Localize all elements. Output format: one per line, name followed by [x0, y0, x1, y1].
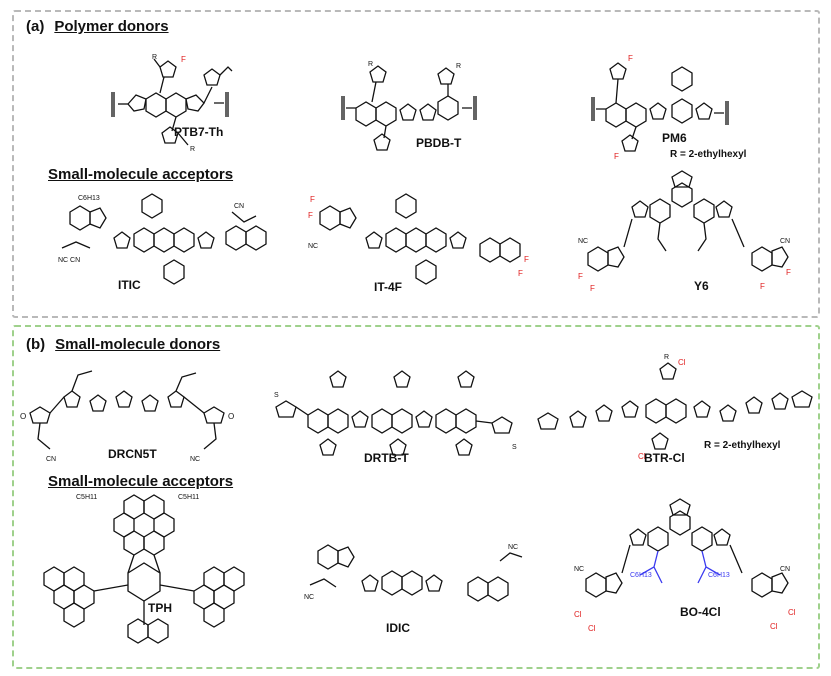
molecule-tph: C5H11 C5H11 TPH	[18, 494, 270, 665]
svg-text:F: F	[614, 152, 619, 161]
svg-text:C6H13: C6H13	[708, 572, 730, 579]
drtb-t-structure: S S	[274, 357, 517, 472]
svg-text:O: O	[20, 412, 26, 421]
panel-a-header: (a) Polymer donors	[26, 18, 169, 35]
svg-text:C6H13: C6H13	[630, 572, 652, 579]
svg-text:CN: CN	[780, 238, 790, 245]
molecule-ptb7-th: F R R PTB7-Th	[104, 47, 234, 162]
molecule-drtb-t: S S DRTB-T	[272, 357, 540, 472]
ptb7-th-structure: F R R	[104, 54, 234, 153]
svg-text:F: F	[628, 54, 633, 63]
pm6-structure: F F	[584, 54, 764, 161]
svg-text:O: O	[228, 412, 234, 421]
pbdb-t-structure: R R	[334, 61, 484, 159]
molecule-drcn5t: O O CN NC DRCN5T	[20, 357, 260, 467]
idic-label: IDIC	[386, 621, 410, 635]
molecule-it-4f: F F F F NC IT-4F	[304, 182, 544, 307]
svg-text:F: F	[524, 255, 529, 264]
molecule-itic: C6H13 CN NC CN ITIC	[54, 182, 284, 307]
svg-text:C6H13: C6H13	[78, 195, 100, 202]
panel-b-header: (b) Small-molecule donors	[26, 336, 220, 353]
svg-text:R: R	[456, 63, 461, 70]
svg-text:NC: NC	[308, 243, 318, 250]
svg-text:NC: NC	[304, 594, 314, 601]
pm6-label: PM6	[662, 131, 687, 145]
svg-text:Cl: Cl	[770, 622, 778, 631]
btr-cl-structure: Cl Cl R	[534, 354, 818, 461]
panel-a-polymer-donors: (a) Polymer donors Small-molecule accepto…	[12, 10, 820, 318]
panel-a-acceptor-heading: Small-molecule acceptors	[48, 166, 234, 183]
molecule-pbdb-t: R R PBDB-T	[334, 54, 484, 159]
panel-b-small-molecule-donors: (b) Small-molecule donors Small-molecule …	[12, 325, 820, 669]
panel-b-acceptor-heading: Small-molecule acceptors	[48, 473, 234, 490]
svg-text:NC: NC	[578, 238, 588, 245]
svg-text:CN: CN	[46, 456, 56, 463]
svg-text:F: F	[578, 272, 583, 281]
itic-structure: C6H13 CN NC CN	[58, 182, 284, 307]
svg-text:NC CN: NC CN	[58, 257, 80, 264]
svg-text:S: S	[512, 444, 517, 451]
tph-structure: C5H11 C5H11	[18, 494, 270, 665]
it-4f-label: IT-4F	[374, 280, 403, 294]
svg-text:NC: NC	[574, 566, 584, 573]
panel-b-r-note: R = 2-ethylhexyl	[704, 440, 781, 451]
bo-4cl-label: BO-4Cl	[680, 605, 721, 619]
pbdb-t-label: PBDB-T	[416, 136, 462, 150]
svg-text:F: F	[308, 211, 313, 220]
svg-text:NC: NC	[508, 544, 518, 551]
panel-a-title: Polymer donors	[54, 18, 169, 35]
panel-a-tag: (a)	[26, 18, 45, 35]
svg-text:F: F	[786, 268, 791, 277]
molecule-pm6: F F PM6 R = 2-ethylhexyl	[584, 47, 764, 167]
btr-cl-label: BTR-Cl	[644, 451, 685, 465]
svg-text:Cl: Cl	[788, 608, 796, 617]
y6-label: Y6	[694, 279, 709, 293]
svg-text:Cl: Cl	[574, 610, 582, 619]
idic-structure: NC NC	[304, 544, 534, 657]
ptb7-th-label: PTB7-Th	[174, 125, 224, 139]
svg-text:F: F	[760, 282, 765, 291]
molecule-bo-4cl: C6H13 C6H13 Cl Cl Cl Cl NC CN BO-4Cl	[570, 497, 810, 652]
svg-text:Cl: Cl	[678, 358, 686, 367]
svg-text:F: F	[310, 195, 315, 204]
svg-text:R: R	[152, 54, 157, 61]
itic-label: ITIC	[118, 278, 141, 292]
svg-text:R: R	[368, 61, 373, 68]
molecule-y6: F F F F NC CN Y6	[574, 167, 809, 312]
bo-4cl-structure: C6H13 C6H13 Cl Cl Cl Cl NC CN	[574, 497, 796, 633]
svg-text:C5H11: C5H11	[76, 494, 97, 501]
svg-text:Cl: Cl	[638, 452, 646, 461]
drtb-t-label: DRTB-T	[364, 451, 409, 465]
svg-text:CN: CN	[780, 566, 790, 573]
tph-label: TPH	[148, 601, 172, 615]
svg-text:R: R	[664, 354, 669, 361]
y6-structure: F F F F NC CN	[578, 167, 791, 293]
svg-text:NC: NC	[190, 456, 200, 463]
panel-a-r-note: R = 2-ethylhexyl	[670, 149, 747, 160]
it-4f-structure: F F F F NC	[308, 182, 529, 307]
molecule-idic: NC NC IDIC	[304, 537, 534, 657]
svg-text:CN: CN	[234, 203, 244, 210]
svg-text:C5H11: C5H11	[178, 494, 199, 501]
panel-b-title: Small-molecule donors	[55, 336, 221, 353]
drcn5t-structure: O O CN NC	[20, 357, 234, 463]
svg-text:Cl: Cl	[588, 624, 596, 633]
drcn5t-label: DRCN5T	[108, 447, 157, 461]
svg-text:F: F	[590, 284, 595, 293]
molecule-btr-cl: Cl Cl R BTR-Cl R = 2-ethylhexyl	[534, 353, 818, 473]
svg-text:R: R	[190, 146, 195, 153]
svg-text:F: F	[181, 55, 186, 64]
svg-text:F: F	[518, 269, 523, 278]
svg-text:S: S	[274, 392, 279, 399]
panel-b-tag: (b)	[26, 336, 46, 353]
